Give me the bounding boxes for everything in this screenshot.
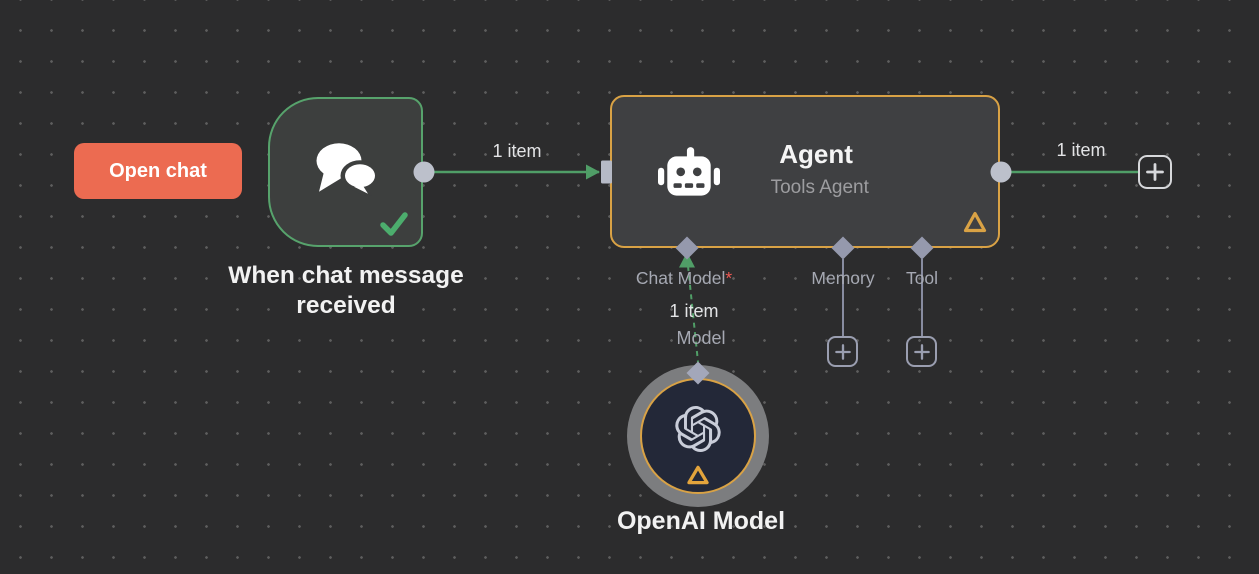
open-chat-button[interactable]: Open chat [74, 143, 242, 199]
chat-bubbles-icon [312, 142, 380, 196]
arrowhead-up-icon [679, 252, 695, 268]
openai-model-node-body [640, 378, 756, 494]
openai-node-title: OpenAI Model [616, 507, 786, 535]
openai-model-node[interactable] [627, 365, 769, 507]
plus-icon [834, 343, 851, 360]
check-icon [380, 212, 408, 236]
connection-item-count: 1 item [492, 141, 542, 161]
trigger-node-title: When chat message received [228, 262, 464, 319]
port-label-memory: Memory [811, 268, 875, 288]
warning-triangle-icon [687, 465, 710, 485]
add-next-node-button[interactable] [1138, 155, 1172, 189]
add-tool-button[interactable] [906, 336, 937, 367]
required-marker: * [725, 268, 733, 288]
add-memory-button[interactable] [827, 336, 858, 367]
connection-item-count: 1 item [669, 301, 719, 321]
agent-node-subtitle: Tools Agent [770, 177, 869, 198]
port-label-chat-model: Chat Model* [635, 268, 733, 288]
plus-icon [1146, 163, 1164, 181]
agent-node[interactable]: Agent Tools Agent [610, 95, 1000, 248]
connection-model-label: Model [676, 328, 726, 348]
robot-icon [658, 147, 720, 205]
connection-item-count: 1 item [1056, 140, 1106, 160]
plus-icon [913, 343, 930, 360]
warning-triangle-icon [963, 211, 987, 233]
chat-trigger-node[interactable] [268, 97, 423, 247]
agent-node-title: Agent [779, 139, 853, 169]
openai-logo-icon [675, 406, 721, 452]
port-label-tool: Tool [905, 268, 939, 288]
arrowhead-icon [586, 164, 600, 180]
